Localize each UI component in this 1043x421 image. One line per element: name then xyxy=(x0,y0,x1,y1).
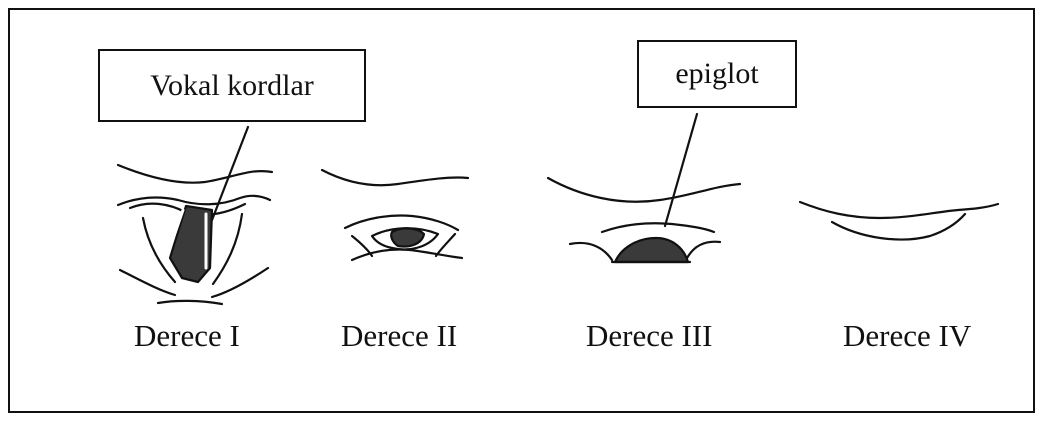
grade-3-dark-mound xyxy=(615,238,688,262)
grade-1-right-fold xyxy=(213,214,242,284)
grade-1-top-contour xyxy=(118,165,272,183)
callout-epiglottis-text: epiglot xyxy=(675,57,758,91)
callout-epiglottis: epiglot xyxy=(637,40,797,108)
grade-1-lower-left xyxy=(120,270,175,295)
grade-2-drawing xyxy=(322,170,468,260)
grade-4-label: Derece IV xyxy=(843,318,971,354)
grade-3-right-curve xyxy=(686,242,720,260)
callout-vocal-cords: Vokal kordlar xyxy=(98,49,366,122)
grade-3-label: Derece III xyxy=(586,318,712,354)
grade-1-epiglottis-upper xyxy=(118,196,270,205)
grade-1-drawing xyxy=(118,127,272,304)
grade-3-pointer xyxy=(665,114,697,226)
grade-4-upper-curve xyxy=(800,202,998,218)
grade-1-label: Derece I xyxy=(134,318,240,354)
grade-3-left-curve xyxy=(570,243,612,260)
grade-3-drawing xyxy=(548,114,740,262)
grade-2-left-arc xyxy=(352,236,372,256)
callout-vocal-cords-text: Vokal kordlar xyxy=(150,69,314,103)
grade-2-label: Derece II xyxy=(341,318,457,354)
grade-3-epiglottis-line xyxy=(602,223,714,232)
grade-2-right-arc xyxy=(436,234,455,256)
grade-1-bottom xyxy=(158,301,222,304)
grade-4-drawing xyxy=(800,202,998,240)
grade-2-top-contour xyxy=(322,170,468,185)
grade-3-top-contour xyxy=(548,178,740,202)
